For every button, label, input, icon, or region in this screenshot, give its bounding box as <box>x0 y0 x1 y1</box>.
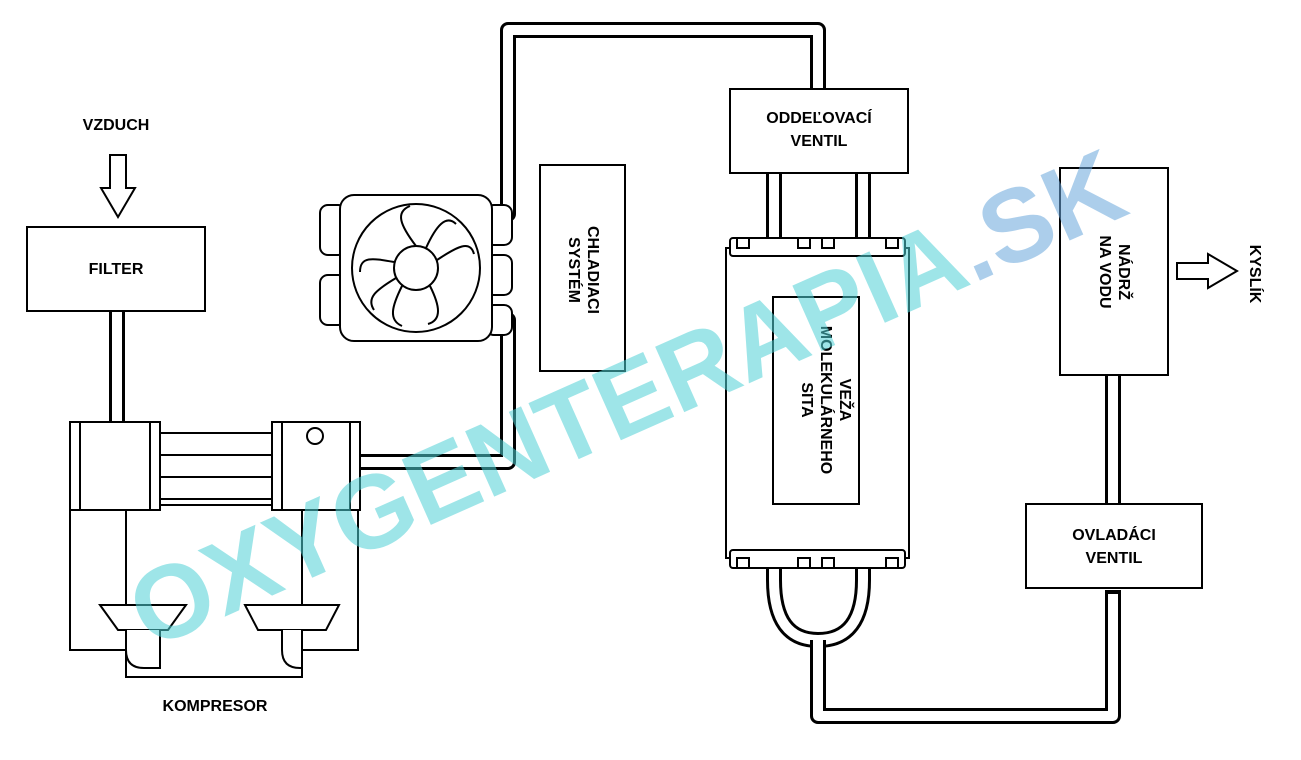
separation-valve-line-1: ODDEĽOVACÍ <box>766 108 872 127</box>
air-arrow-icon <box>99 154 137 219</box>
separation-valve-box <box>729 88 909 174</box>
oxygen-arrow-icon <box>1176 252 1239 290</box>
fan-icon <box>319 194 513 342</box>
sieve-tower-line-1: VEŽA <box>836 379 855 422</box>
compressor-icon <box>69 421 361 678</box>
water-tank-line-2: NA VODU <box>1096 235 1113 308</box>
filter-label: FILTER <box>89 261 144 278</box>
cooling-system-box <box>539 164 626 372</box>
control-valve-box <box>1025 503 1203 589</box>
water-tank-line-1: NÁDRŽ <box>1115 244 1134 300</box>
sieve-tower-line-2: MOLEKULÁRNEHO <box>817 326 836 474</box>
oxygen-label: KYSLÍK <box>1246 245 1265 304</box>
separation-valve-line-2: VENTIL <box>791 133 848 150</box>
compressor-label: KOMPRESOR <box>163 698 268 715</box>
water-tank-box <box>1059 167 1169 376</box>
control-valve-line-1: OVLADÁCI <box>1072 525 1156 544</box>
control-valve-line-2: VENTIL <box>1086 550 1143 567</box>
air-label: VZDUCH <box>83 117 150 134</box>
sieve-tower-line-3: SITA <box>798 382 815 418</box>
cooling-line-2: SYSTÉM <box>565 237 584 303</box>
watermark-text: OXYGENTERAPIA.SK <box>112 128 1141 671</box>
sieve-tower-icon <box>725 237 910 569</box>
filter-box <box>26 226 206 312</box>
cooling-line-1: CHLADIACI <box>584 226 601 314</box>
watermark: OXYGENTERAPIA.SK <box>112 128 1141 671</box>
